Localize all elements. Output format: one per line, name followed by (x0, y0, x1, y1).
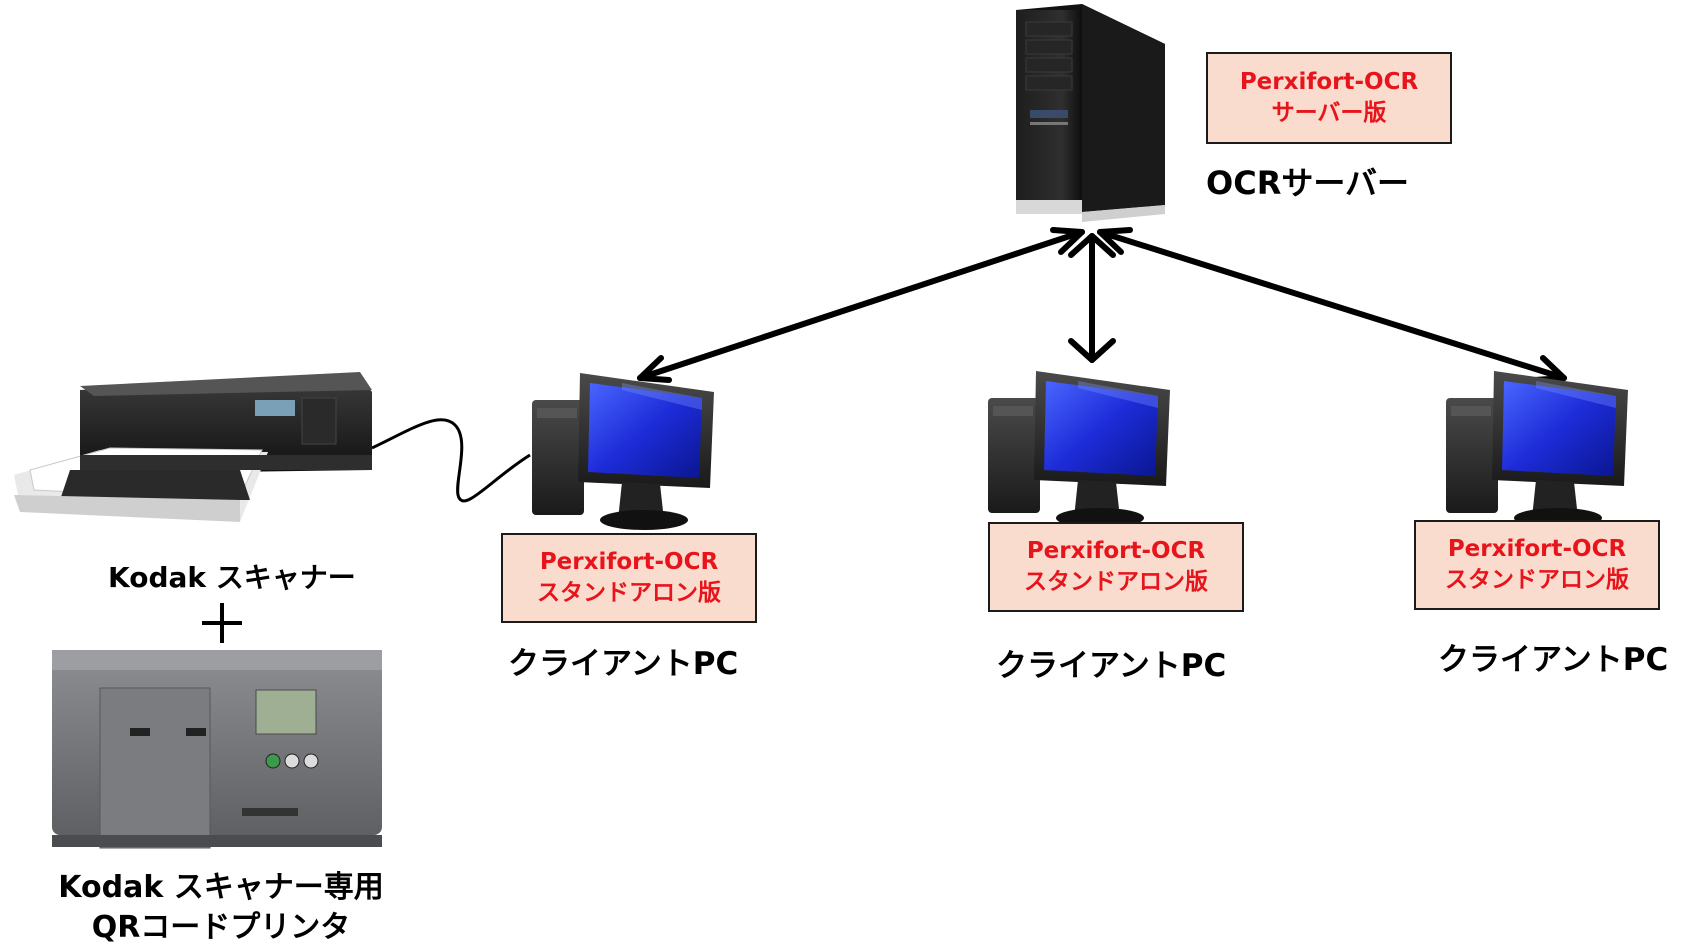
qr-code-printer-icon (52, 650, 382, 849)
client-software-label-line2: スタンドアロン版 (1024, 569, 1208, 595)
client-software-label: Perxifort-OCR スタンドアロン版 (1414, 520, 1660, 610)
plus-sign (202, 603, 242, 643)
client-caption: クライアントPC (508, 646, 739, 682)
server-software-label: Perxifort-OCR サーバー版 (1206, 52, 1452, 144)
client-software-label: Perxifort-OCR スタンドアロン版 (988, 522, 1244, 612)
printer-caption-line2: QRコードプリンタ (91, 910, 351, 945)
desktop-pc-icon (988, 371, 1170, 528)
printer-caption-line1: Kodak スキャナー専用 (58, 870, 384, 905)
client-software-label-line1: Perxifort-OCR (539, 549, 719, 575)
document-scanner-icon (14, 372, 372, 522)
arrow-server-to-client-2 (1068, 233, 1116, 363)
printer-caption: Kodak スキャナー専用 QRコードプリンタ (56, 868, 386, 948)
connection-arrows (637, 227, 1567, 383)
server-caption: OCRサーバー (1206, 164, 1410, 202)
desktop-pc-icon (1446, 371, 1628, 528)
scanner-cable (371, 418, 531, 503)
client-software-label-line1: Perxifort-OCR (1447, 536, 1627, 562)
client-software-label: Perxifort-OCR スタンドアロン版 (501, 533, 757, 623)
tower-server-icon (1016, 4, 1165, 222)
client-software-label-line1: Perxifort-OCR (1026, 538, 1206, 564)
desktop-pc-icon (532, 373, 714, 530)
client-caption: クライアントPC (1438, 642, 1669, 678)
scanner-caption: Kodak スキャナー (108, 561, 356, 594)
server-software-label-line2: サーバー版 (1271, 100, 1387, 126)
arrow-server-to-client-1 (637, 227, 1085, 383)
client-software-label-line2: スタンドアロン版 (537, 580, 721, 606)
arrow-server-to-client-3 (1097, 227, 1567, 383)
client-caption: クライアントPC (996, 648, 1227, 684)
client-software-label-line2: スタンドアロン版 (1445, 567, 1629, 593)
server-software-label-line1: Perxifort-OCR (1239, 69, 1419, 95)
